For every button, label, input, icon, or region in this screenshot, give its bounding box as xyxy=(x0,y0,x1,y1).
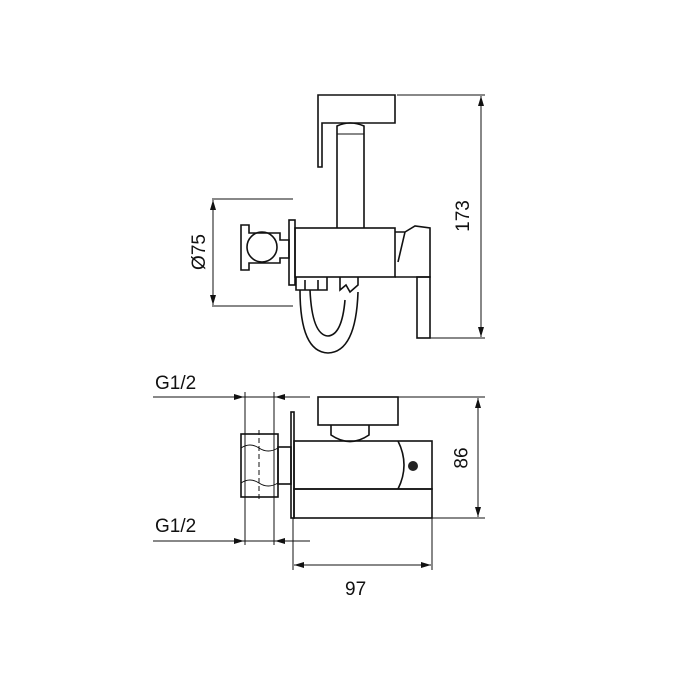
wall-bracket xyxy=(240,224,290,271)
hose-holder-ring xyxy=(246,231,278,263)
hose xyxy=(299,289,359,354)
top-view xyxy=(210,94,485,354)
thread-top-label: G1/2 xyxy=(155,373,197,394)
height-label-173: 173 xyxy=(452,200,474,232)
indicator-dot xyxy=(408,461,418,471)
thread-bottom-label: G1/2 xyxy=(155,516,197,537)
handle xyxy=(395,225,431,278)
width-label-97: 97 xyxy=(345,579,367,600)
hand-shower-head xyxy=(317,94,396,168)
shower-stem xyxy=(336,122,365,228)
lever xyxy=(416,276,431,339)
height-label-86: 86 xyxy=(451,447,473,469)
wall-plate xyxy=(288,219,296,286)
handle-top xyxy=(317,396,399,426)
front-view xyxy=(153,392,485,570)
valve-body xyxy=(294,227,396,278)
diameter-label: Ø75 xyxy=(188,234,210,270)
